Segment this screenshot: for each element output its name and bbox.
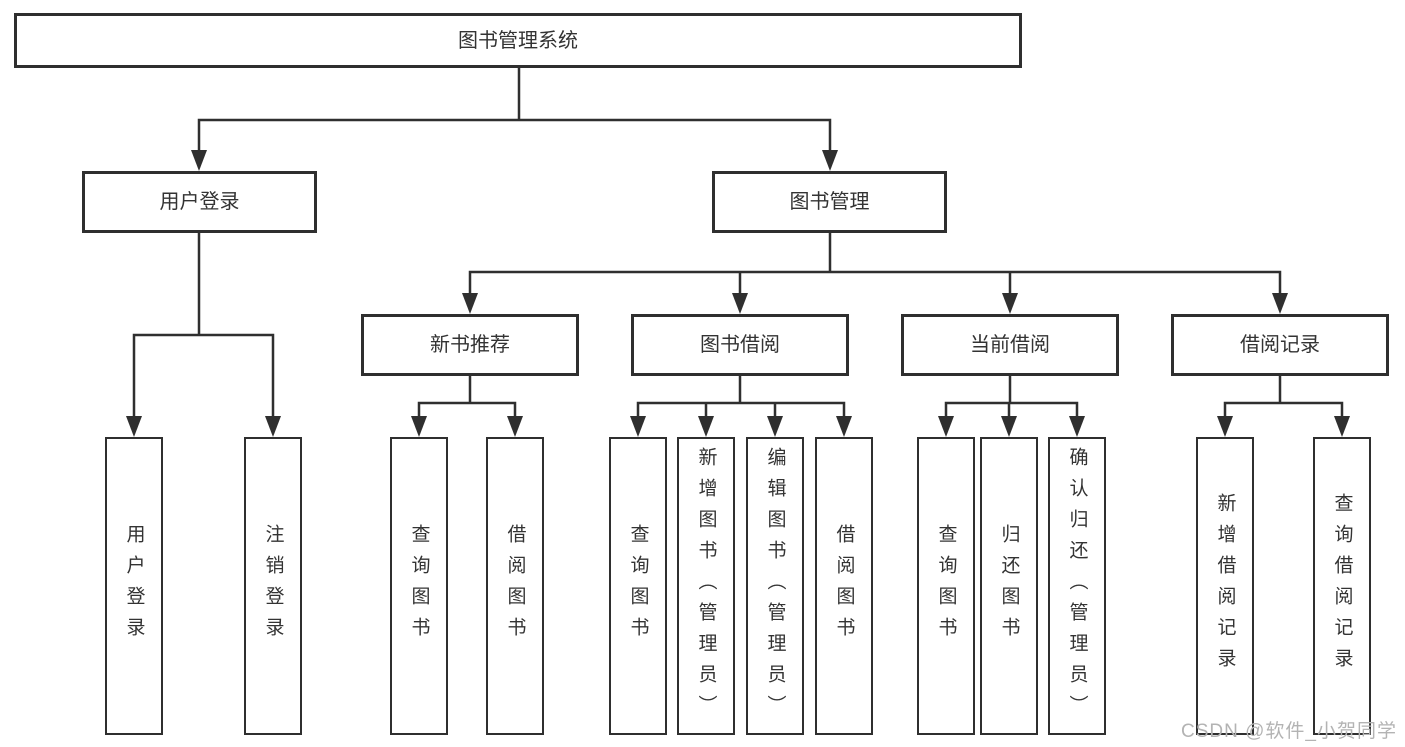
node-label: 查询借阅记录 (1331, 493, 1353, 679)
node-label: 用户登录 (159, 191, 240, 213)
node-leaf-borrow-books-recommend: 借阅图书 (486, 437, 544, 735)
arrow-down-icon (698, 416, 714, 437)
node-current-borrowing: 当前借阅 (901, 314, 1119, 376)
arrow-down-icon (1002, 293, 1018, 314)
node-label: 新增图书（管理员） (695, 446, 717, 726)
node-label: 编辑图书（管理员） (764, 446, 786, 726)
node-label: 借阅图书 (833, 524, 855, 648)
node-leaf-user-login: 用户登录 (105, 437, 163, 735)
node-leaf-query-books-current: 查询图书 (917, 437, 975, 735)
node-leaf-add-books-admin: 新增图书（管理员） (677, 437, 735, 735)
node-label: 借阅图书 (504, 524, 526, 648)
arrow-down-icon (1001, 416, 1017, 437)
node-label: 新书推荐 (430, 334, 510, 356)
node-leaf-edit-books-admin: 编辑图书（管理员） (746, 437, 804, 735)
arrow-down-icon (126, 416, 142, 437)
arrow-down-icon (822, 150, 838, 171)
arrow-down-icon (938, 416, 954, 437)
arrowheads (126, 150, 1350, 437)
arrow-down-icon (462, 293, 478, 314)
node-book-borrowing: 图书借阅 (631, 314, 849, 376)
arrow-down-icon (630, 416, 646, 437)
node-label: 查询图书 (408, 524, 430, 648)
arrow-down-icon (732, 293, 748, 314)
node-leaf-logout: 注销登录 (244, 437, 302, 735)
node-leaf-add-borrow-record: 新增借阅记录 (1196, 437, 1254, 735)
connector-path (132, 66, 1344, 421)
node-label: 注销登录 (262, 524, 284, 648)
node-library-management-system: 图书管理系统 (14, 13, 1022, 68)
arrow-down-icon (411, 416, 427, 437)
node-leaf-query-borrow-record: 查询借阅记录 (1313, 437, 1371, 735)
node-borrowing-records: 借阅记录 (1171, 314, 1389, 376)
node-label: 借阅记录 (1240, 334, 1320, 356)
node-label: 图书借阅 (700, 334, 780, 356)
node-new-book-recommend: 新书推荐 (361, 314, 579, 376)
arrow-down-icon (191, 150, 207, 171)
node-book-management: 图书管理 (712, 171, 947, 233)
node-label: 当前借阅 (970, 334, 1050, 356)
node-label: 新增借阅记录 (1214, 493, 1236, 679)
node-leaf-return-books: 归还图书 (980, 437, 1038, 735)
node-label: 图书管理系统 (458, 29, 578, 52)
arrow-down-icon (1217, 416, 1233, 437)
watermark: CSDN @软件_小贺同学 (1181, 721, 1397, 742)
arrow-down-icon (1334, 416, 1350, 437)
node-label: 用户登录 (123, 524, 145, 648)
node-leaf-query-books-recommend: 查询图书 (390, 437, 448, 735)
node-label: 归还图书 (998, 524, 1020, 648)
arrow-down-icon (265, 416, 281, 437)
node-label: 查询图书 (935, 524, 957, 648)
node-leaf-borrow-books-borrowing: 借阅图书 (815, 437, 873, 735)
arrow-down-icon (1069, 416, 1085, 437)
arrow-down-icon (1272, 293, 1288, 314)
node-label: 查询图书 (627, 524, 649, 648)
node-user-login: 用户登录 (82, 171, 317, 233)
node-leaf-query-books-borrowing: 查询图书 (609, 437, 667, 735)
arrow-down-icon (767, 416, 783, 437)
node-label: 图书管理 (789, 191, 870, 213)
arrow-down-icon (507, 416, 523, 437)
node-leaf-confirm-return-admin: 确认归还（管理员） (1048, 437, 1106, 735)
node-label: 确认归还（管理员） (1066, 446, 1088, 726)
arrow-down-icon (836, 416, 852, 437)
